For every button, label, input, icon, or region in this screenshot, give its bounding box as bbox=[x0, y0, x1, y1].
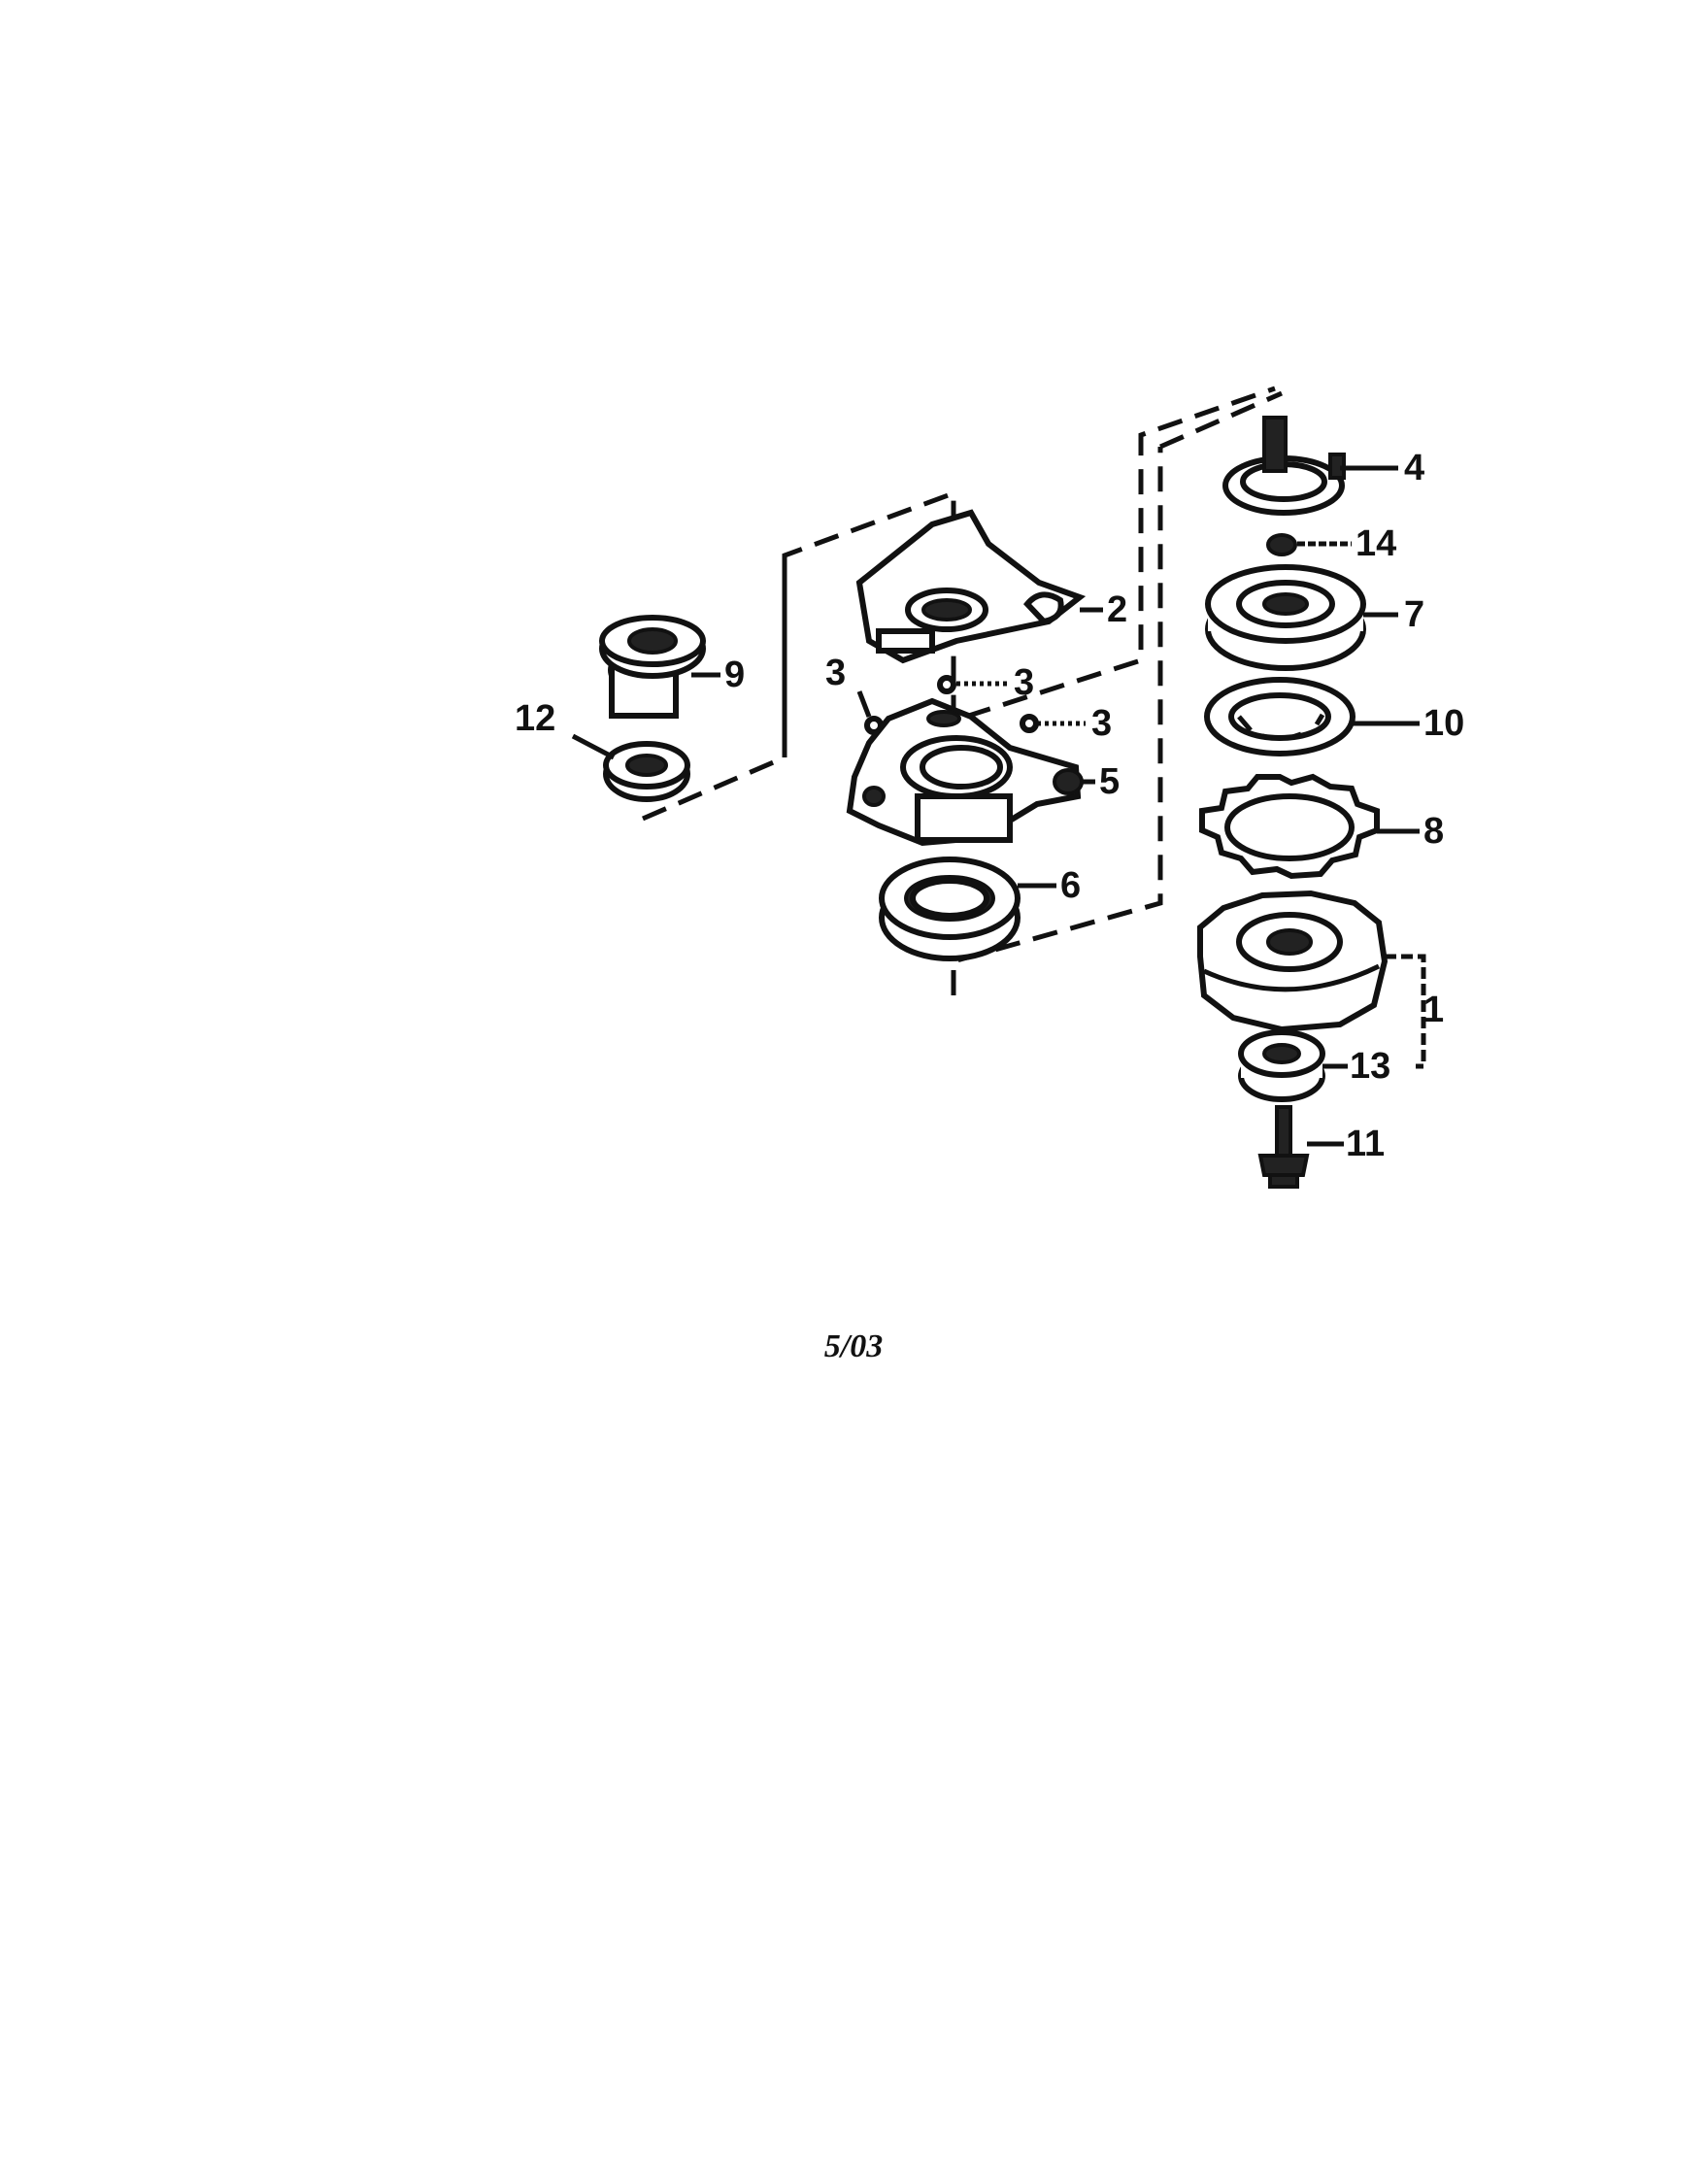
callout-10: 10 bbox=[1423, 703, 1464, 744]
leader-3a bbox=[856, 690, 872, 718]
callout-2: 2 bbox=[1107, 589, 1127, 630]
callout-3b: 3 bbox=[1014, 662, 1034, 703]
part-6-seal-ring bbox=[879, 857, 1021, 961]
callout-13: 13 bbox=[1350, 1046, 1390, 1087]
dashed-guide-right-top bbox=[1158, 390, 1284, 450]
callout-5: 5 bbox=[1099, 761, 1120, 802]
callout-7: 7 bbox=[1404, 594, 1424, 635]
part-9-flanged-bushing bbox=[599, 615, 706, 719]
part-1-base-hub bbox=[1197, 890, 1389, 1033]
revision-date: 5/03 bbox=[823, 1328, 884, 1364]
part-14-pin bbox=[1266, 533, 1297, 556]
callout-1: 1 bbox=[1423, 990, 1444, 1030]
part-2-cover-plate bbox=[855, 509, 1087, 664]
dashed-guide-upper bbox=[642, 386, 1276, 822]
leader-12 bbox=[571, 733, 616, 760]
part-8-gear-ring bbox=[1199, 773, 1380, 880]
callout-8: 8 bbox=[1423, 811, 1444, 852]
leader-1-bracket bbox=[1385, 954, 1426, 1069]
callout-numbers: 1 2 3 3 3 4 5 6 7 8 9 10 11 12 13 14 bbox=[515, 448, 1464, 1164]
assembly-guide-lines bbox=[642, 386, 1284, 995]
callout-9: 9 bbox=[724, 655, 745, 695]
callout-4: 4 bbox=[1404, 448, 1424, 488]
dashed-guide-center bbox=[951, 447, 1163, 995]
callout-12: 12 bbox=[515, 698, 555, 739]
callout-11: 11 bbox=[1346, 1124, 1385, 1164]
leader-lines bbox=[571, 465, 1426, 1147]
part-10-toothed-washer bbox=[1204, 677, 1356, 756]
part-11-screw bbox=[1257, 1105, 1310, 1189]
callout-6: 6 bbox=[1060, 865, 1081, 906]
callout-3a: 3 bbox=[825, 653, 846, 693]
part-5-housing bbox=[846, 697, 1084, 847]
part-7-drum bbox=[1205, 564, 1366, 671]
part-13-bearing bbox=[1238, 1029, 1325, 1102]
part-12-bearing bbox=[603, 741, 690, 802]
callout-14: 14 bbox=[1356, 523, 1396, 564]
callout-3c: 3 bbox=[1091, 703, 1112, 744]
part-4-latch-ring bbox=[1222, 416, 1346, 516]
